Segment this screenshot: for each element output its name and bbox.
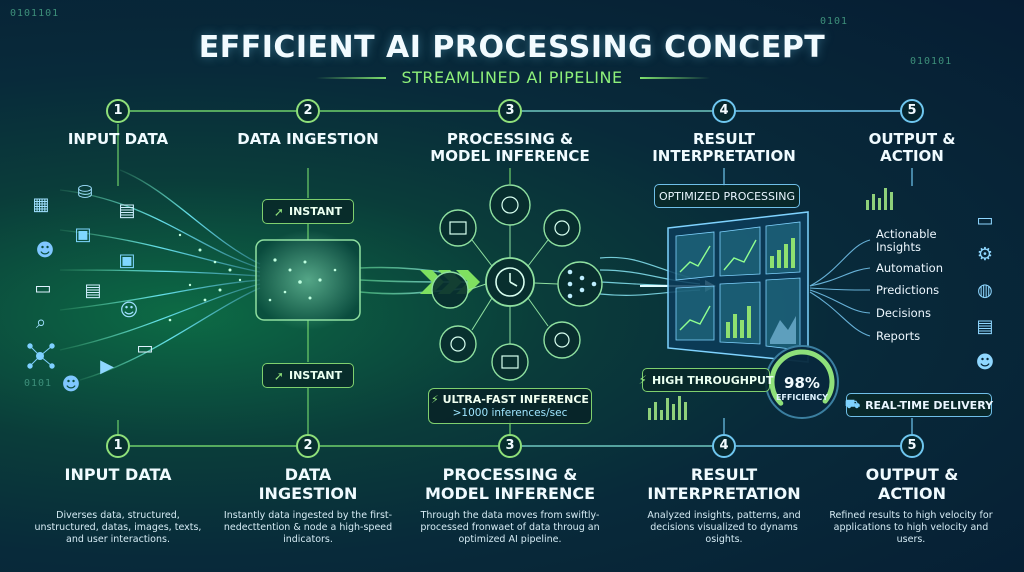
instant-badge-bottom: ➚ INSTANT [262,363,354,388]
step-2-number: 2 [296,99,320,123]
dashboard-screen [667,211,809,363]
optimized-processing-label: OPTIMIZED PROCESSING [659,189,795,203]
users-icon: ☺ [119,300,139,321]
chat-icon: ▭ [34,278,52,299]
output-item-actionable-insights: Actionable Insights [876,227,937,254]
user-icon: ☻ [975,352,995,373]
document-icon: ▤ [118,200,136,221]
user-icon: ☻ [35,240,55,261]
bottom-step-4-number: 4 [712,434,736,458]
data-stream [59,169,261,381]
document-icon: ▤ [976,316,994,337]
user-icon: ☻ [61,374,81,395]
binary-text: 0101 [24,378,53,389]
inference-title: ULTRA-FAST INFERENCE [442,393,589,406]
inference-badge: ⚡ ULTRA-FAST INFERENCE >1000 inferences/… [428,388,592,424]
output-item-decisions: Decisions [876,306,931,320]
subtitle-rule-right [640,77,710,79]
output-item-predictions: Predictions [876,283,940,297]
step-5-label: OUTPUT & ACTION [868,130,956,165]
document-icon: ▤ [84,280,102,301]
realtime-delivery-badge: ⛟ REAL-TIME DELIVERY [844,393,994,417]
page-subtitle: STREAMLINED AI PIPELINE [401,68,623,87]
inference-rate: >1000 inferences/sec [452,407,568,419]
bottom-step-1-description: Diverses data, structured, unstructured,… [34,510,202,545]
efficiency-label: EFFICIENCY [775,393,829,402]
step-5-number: 5 [900,99,924,123]
bottom-step-2-description: Instantly data ingested by the first-ned… [223,510,393,545]
car-icon: ⛟ [844,397,861,411]
gear-icon: ⚙ [976,244,994,265]
input-icon-cluster: ▦ ⛁ ▤ ▣ ☻ ▣ ▭ ▤ ⌕ ☺ ▶ ☻ ▭ [28,182,153,406]
bottom-step-3-description: Through the data moves from swiftly-proc… [420,510,600,545]
realtime-delivery-label: REAL-TIME DELIVERY [865,398,994,412]
chat-icon: ▭ [136,338,154,359]
rocket-icon: ➚ [273,204,284,219]
subtitle-rule-left [316,77,386,79]
image-icon: ▣ [74,224,92,245]
database-icon: ⛁ [77,182,93,203]
binary-text: 0101 [820,16,849,27]
binary-text: 010101 [910,56,953,67]
instant-badge-label: INSTANT [288,205,343,218]
bottom-step-4-description: Analyzed insights, patterns, and decisio… [647,510,801,545]
mini-bars [648,188,893,420]
left-network [27,343,55,369]
output-item-reports: Reports [876,329,921,343]
instant-badge-top: ➚ INSTANT [262,199,354,224]
video-icon: ▶ [100,356,114,377]
bottom-step-2-label: DATA INGESTION [258,465,358,503]
particles [168,233,337,322]
laptop-icon: ▭ [976,210,994,231]
efficiency-value: 98% [784,374,820,392]
output-item-automation: Automation [876,261,943,275]
globe-icon: ◍ [977,280,993,301]
processing-hub [431,184,603,381]
image-icon: ▣ [118,250,136,271]
lightning-icon: ⚡ [638,373,647,387]
bottom-step-5-description: Refined results to high velocity for app… [829,510,993,545]
high-throughput-label: HIGH THROUGHPUT [651,373,774,387]
instant-badge-label: INSTANT [288,369,343,382]
bottom-step-1-number: 1 [106,434,130,458]
table-icon: ▦ [32,194,50,215]
lightning-icon: ⚡ [431,393,439,406]
search-user-icon: ⌕ [35,312,47,333]
bottom-step-5-number: 5 [900,434,924,458]
optimized-processing-badge: OPTIMIZED PROCESSING [654,184,800,208]
step-3-label: PROCESSING & MODEL INFERENCE [430,130,590,165]
bottom-step-5-label: OUTPUT & ACTION [865,465,959,503]
page-title: EFFICIENT AI PROCESSING CONCEPT [198,30,826,65]
step-3-number: 3 [498,99,522,123]
bottom-step-4-label: RESULT INTERPRETATION [647,465,801,503]
step-2-label: DATA INGESTION [237,130,379,148]
bottom-step-1-label: INPUT DATA [64,465,172,484]
step-1-number: 1 [106,99,130,123]
step-1-label: INPUT DATA [67,130,169,148]
step-4-number: 4 [712,99,736,123]
bottom-step-3-number: 3 [498,434,522,458]
bottom-step-2-number: 2 [296,434,320,458]
rocket-icon: ➚ [273,368,284,383]
high-throughput-badge: ⚡ HIGH THROUGHPUT [638,368,774,392]
binary-text: 0101101 [10,8,60,19]
step-4-label: RESULT INTERPRETATION [652,130,796,165]
bottom-step-3-label: PROCESSING & MODEL INFERENCE [424,465,595,503]
